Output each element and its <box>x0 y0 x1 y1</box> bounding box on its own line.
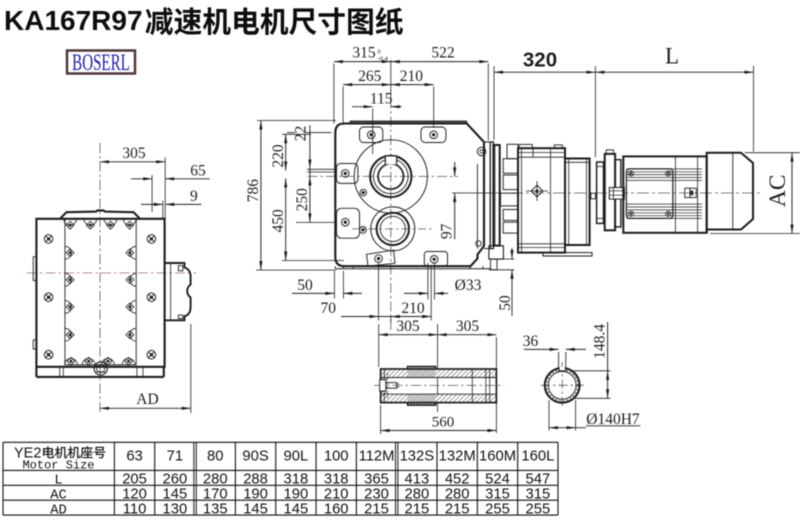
svg-text:315: 315 <box>352 45 376 62</box>
svg-text:50: 50 <box>497 295 514 311</box>
svg-text:132S: 132S <box>400 449 435 465</box>
svg-text:547: 547 <box>525 472 550 488</box>
svg-text:288: 288 <box>243 472 268 488</box>
svg-text:132M: 132M <box>439 449 476 465</box>
svg-text:100: 100 <box>324 449 349 465</box>
svg-text:205: 205 <box>122 472 147 488</box>
svg-text:63: 63 <box>126 449 142 465</box>
svg-text:0: 0 <box>378 49 381 56</box>
svg-text:305: 305 <box>396 318 420 335</box>
svg-text:AC: AC <box>50 489 67 504</box>
svg-text:210: 210 <box>401 300 425 317</box>
svg-text:305: 305 <box>122 145 146 162</box>
svg-text:112M: 112M <box>359 449 395 465</box>
svg-text:AC: AC <box>765 174 791 207</box>
svg-text:280: 280 <box>203 472 228 488</box>
svg-text:36: 36 <box>523 333 539 350</box>
svg-text:90L: 90L <box>284 449 309 465</box>
svg-text:280: 280 <box>405 487 430 503</box>
svg-text:255: 255 <box>485 501 510 517</box>
svg-text:230: 230 <box>364 487 389 503</box>
svg-text:Ø33: Ø33 <box>455 277 482 294</box>
svg-text:80: 80 <box>207 449 223 465</box>
svg-text:265: 265 <box>358 68 382 85</box>
svg-text:Motor Size: Motor Size <box>22 458 94 472</box>
svg-text:97: 97 <box>439 223 456 239</box>
svg-text:280: 280 <box>445 487 470 503</box>
svg-text:120: 120 <box>122 487 147 503</box>
svg-text:135: 135 <box>203 501 228 517</box>
svg-text:315: 315 <box>525 487 550 503</box>
svg-text:524: 524 <box>485 472 510 488</box>
svg-text:305: 305 <box>456 318 480 335</box>
svg-text:145: 145 <box>163 487 188 503</box>
svg-text:210: 210 <box>324 487 349 503</box>
svg-text:9: 9 <box>190 188 198 205</box>
svg-text:130: 130 <box>163 501 188 517</box>
svg-text:145: 145 <box>243 501 268 517</box>
svg-text:-0.4: -0.4 <box>378 56 389 63</box>
svg-text:160L: 160L <box>521 449 554 465</box>
svg-text:560: 560 <box>432 415 455 431</box>
svg-text:450: 450 <box>270 209 287 233</box>
svg-text:110: 110 <box>123 501 147 517</box>
svg-text:160: 160 <box>324 501 349 517</box>
svg-text:KA167R97: KA167R97 <box>4 5 143 36</box>
svg-text:115: 115 <box>370 90 393 107</box>
svg-text:145: 145 <box>284 501 309 517</box>
svg-text:Ø140H7: Ø140H7 <box>586 411 640 428</box>
svg-text:452: 452 <box>445 472 470 488</box>
svg-text:260: 260 <box>163 472 188 488</box>
svg-text:L: L <box>54 474 62 489</box>
svg-text:315: 315 <box>485 487 510 503</box>
svg-text:215: 215 <box>405 501 430 517</box>
svg-text:318: 318 <box>284 472 309 488</box>
svg-text:413: 413 <box>405 472 430 488</box>
svg-text:250: 250 <box>294 188 311 212</box>
svg-text:190: 190 <box>284 487 309 503</box>
svg-text:318: 318 <box>324 472 349 488</box>
svg-text:522: 522 <box>431 45 454 62</box>
svg-text:71: 71 <box>167 449 183 465</box>
svg-text:50: 50 <box>297 277 313 294</box>
svg-text:190: 190 <box>243 487 268 503</box>
svg-text:255: 255 <box>525 501 550 517</box>
svg-text:160M: 160M <box>479 449 516 465</box>
svg-text:786: 786 <box>245 179 262 203</box>
svg-text:AD: AD <box>136 391 158 408</box>
svg-text:170: 170 <box>203 487 228 503</box>
svg-text:365: 365 <box>364 472 389 488</box>
svg-text:215: 215 <box>445 501 470 517</box>
svg-text:AD: AD <box>50 503 67 518</box>
svg-text:320: 320 <box>523 49 557 72</box>
svg-text:22: 22 <box>292 126 309 142</box>
svg-text:70: 70 <box>320 300 336 317</box>
svg-text:215: 215 <box>364 501 389 517</box>
svg-text:BOSERL: BOSERL <box>72 50 130 76</box>
svg-text:65: 65 <box>190 162 206 179</box>
svg-text:148.4: 148.4 <box>591 324 608 359</box>
svg-text:90S: 90S <box>242 449 268 465</box>
svg-text:YE2: YE2 <box>14 445 41 461</box>
svg-text:L: L <box>665 43 679 68</box>
svg-text:210: 210 <box>400 68 424 85</box>
svg-text:220: 220 <box>270 144 287 168</box>
